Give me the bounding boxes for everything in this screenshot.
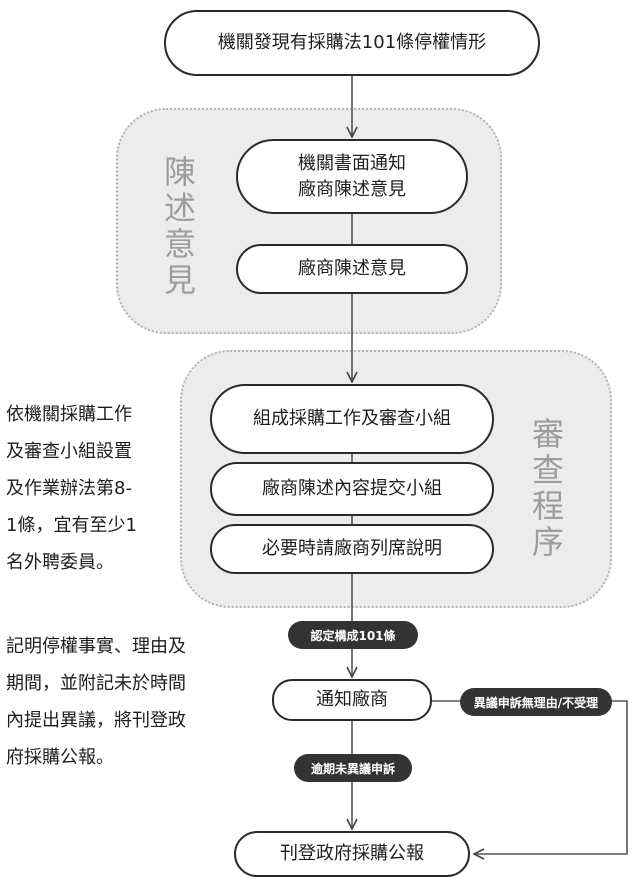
notify-note-line: 記明停權事實、理由及 — [6, 636, 186, 657]
notify-note-line: 期間，並附記未於時間 — [6, 673, 186, 694]
committee-note-line: 依機關採購工作 — [6, 404, 132, 425]
notify-note-line: 內提出異議，將刊登政 — [6, 710, 186, 731]
publish-text: 刊登政府採購公報 — [280, 843, 424, 864]
start-node: 機關發現有採購法101條停權情形 — [164, 10, 540, 76]
notify-note: 記明停權事實、理由及 期間，並附記未於時間 內提出異議，將刊登政 府採購公報。 — [6, 628, 226, 776]
submit-statement-text: 廠商陳述內容提交小組 — [262, 478, 442, 499]
agency-notice-node: 機關書面通知 廠商陳述意見 — [236, 139, 468, 214]
form-committee-text: 組成採購工作及審查小組 — [253, 408, 451, 429]
attend-explain-node: 必要時請廠商列席說明 — [210, 524, 494, 574]
notify-vendor-text: 通知廠商 — [316, 689, 388, 710]
confirm-101-pill: 認定構成101條 — [288, 621, 418, 649]
vendor-statement-text: 廠商陳述意見 — [298, 258, 406, 279]
attend-explain-text: 必要時請廠商列席說明 — [262, 538, 442, 559]
vendor-statement-node: 廠商陳述意見 — [236, 244, 468, 294]
committee-note-line: 1條，宜有至少1 — [6, 515, 137, 536]
notify-note-line: 府採購公報。 — [6, 747, 114, 768]
statement-panel-label: 陳述意見 — [163, 153, 196, 299]
publish-node: 刊登政府採購公報 — [234, 831, 470, 877]
form-committee-node: 組成採購工作及審查小組 — [210, 384, 494, 454]
committee-note-line: 名外聘委員。 — [6, 552, 114, 573]
committee-note-line: 及審查小組設置 — [6, 441, 132, 462]
agency-notice-line2: 廠商陳述意見 — [298, 178, 406, 200]
review-panel-label: 審查程序 — [531, 415, 564, 561]
objection-rejected-pill: 異議申訴無理由/不受理 — [460, 688, 612, 716]
committee-note-line: 及作業辦法第8- — [6, 478, 132, 499]
agency-notice-line1: 機關書面通知 — [298, 152, 406, 174]
submit-statement-node: 廠商陳述內容提交小組 — [210, 462, 494, 516]
committee-note: 依機關採購工作 及審查小組設置 及作業辦法第8- 1條，宜有至少1 名外聘委員。 — [6, 396, 176, 581]
start-node-text: 機關發現有採購法101條停權情形 — [217, 32, 487, 53]
arrow-objection-loop — [432, 700, 628, 854]
notify-vendor-node: 通知廠商 — [272, 679, 432, 721]
overdue-pill: 逾期未異議申訴 — [294, 754, 412, 782]
